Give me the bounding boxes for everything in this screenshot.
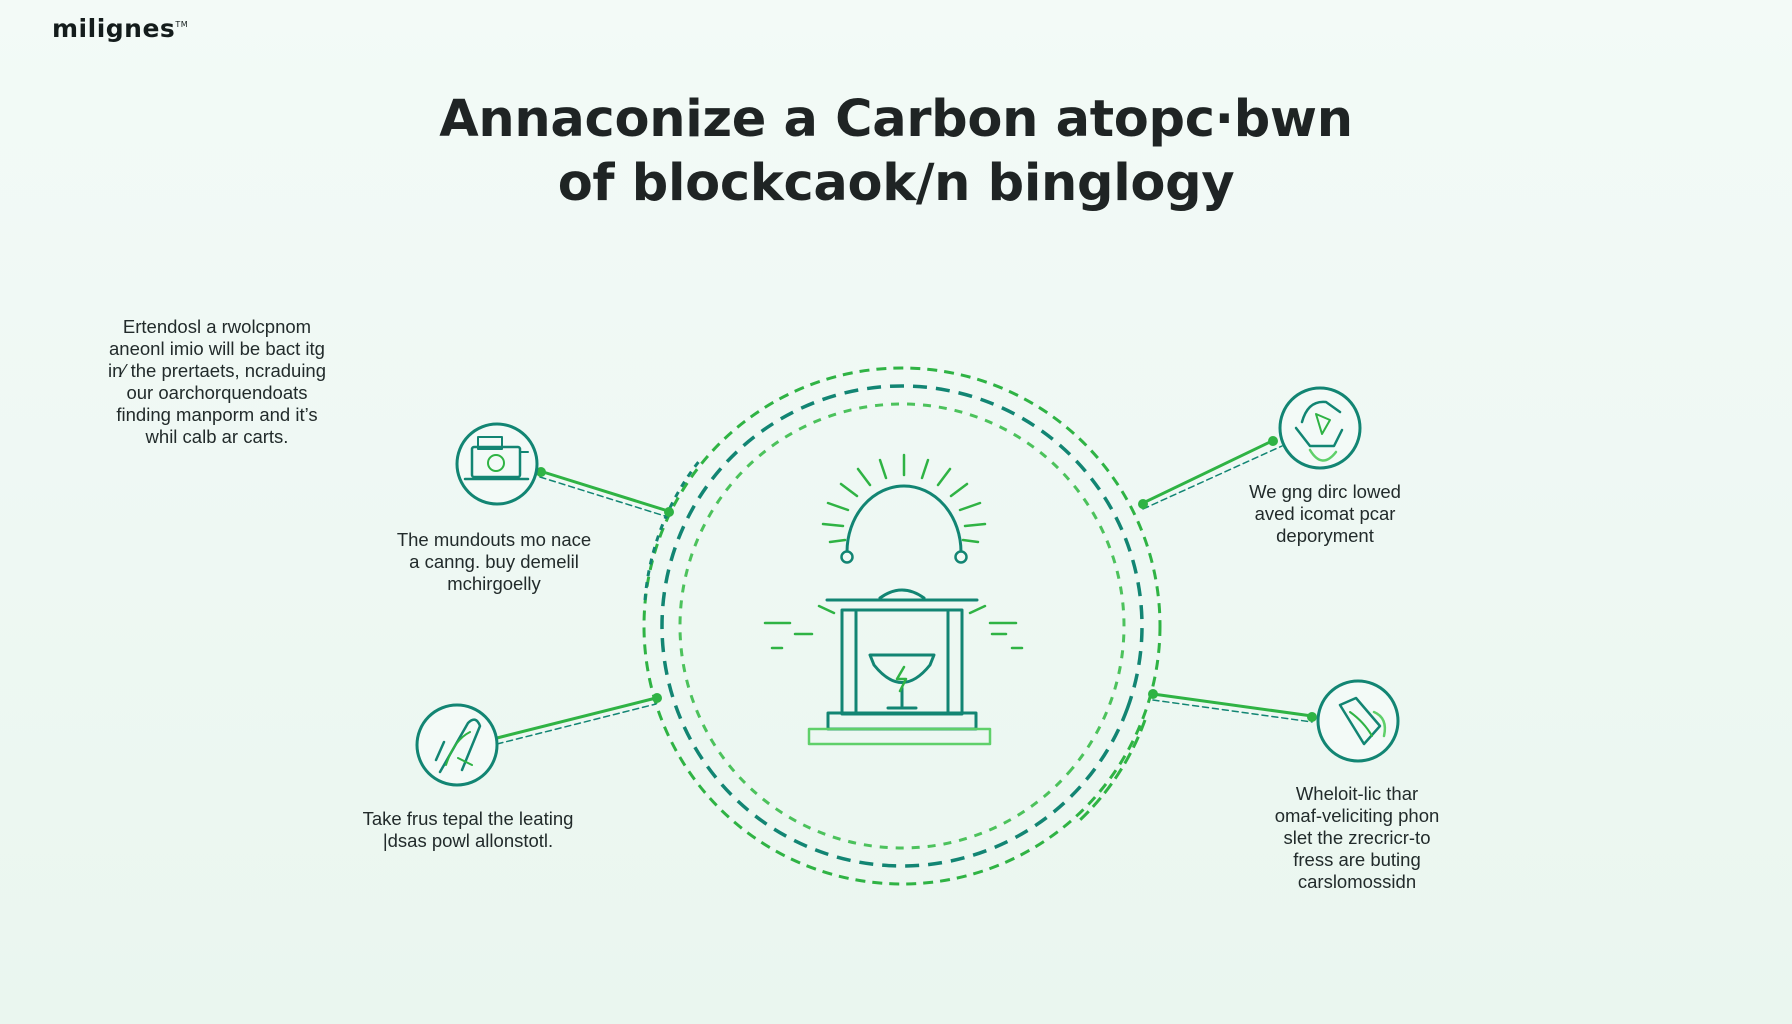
connector-dot-bottom-left	[652, 693, 662, 703]
connector-bottom-right	[1151, 692, 1314, 718]
brand-name: miligne	[52, 14, 160, 43]
caption-bottom-right-line-4: fress are buting	[1293, 849, 1421, 870]
connector-dot-top-right-b	[1268, 436, 1278, 446]
caption-bottom-left-line-2: |dsas powl allonstotl.	[382, 830, 554, 851]
caption-bottom-right-line-2: omaf-veliciting phon	[1274, 805, 1440, 826]
caption-bottom-left: Take frus tepal the leating |dsas powl a…	[328, 808, 608, 852]
caption-top-right-line-2: aved icomat pcar	[1254, 503, 1396, 524]
hand-leaf-icon	[415, 703, 499, 787]
title-line-2: of blockcaok/n binglogy	[557, 154, 1235, 213]
ring-arc-accent	[643, 459, 702, 601]
connector-dot-bottom-right-a	[1148, 689, 1158, 699]
connector-dot-bottom-right-b	[1307, 712, 1317, 722]
connectors	[495, 436, 1317, 745]
caption-top-left-line-4: our oarchorquendoats	[126, 382, 308, 403]
caption-top-left-line-6: whil calb ar carts.	[145, 426, 289, 447]
caption-bottom-left-line-1: Take frus tepal the leating	[362, 808, 574, 829]
globe-recycle-icon	[1278, 386, 1362, 470]
caption-mid-left-line-2: a canng. buy demelil	[409, 551, 579, 572]
caption-mid-left-line-3: mchirgoelly	[447, 573, 541, 594]
caption-mid-left: The mundouts mo nace a canng. buy demeli…	[364, 529, 624, 595]
connector-dot-top-right-a	[1138, 499, 1148, 509]
title-line-1: Annaconize a Carbon atopc·bwn	[439, 90, 1353, 149]
caption-bottom-right-line-3: slet the zrecricr-to	[1283, 827, 1431, 848]
dashed-rings	[642, 366, 1162, 886]
caption-bottom-right: Wheloit-lic thar omaf-veliciting phon sl…	[1232, 783, 1482, 893]
ring-mid	[660, 384, 1144, 868]
caption-top-left: Ertendosl a rwolcpnom aneonl imio will b…	[72, 316, 362, 448]
ring-outer	[642, 366, 1162, 886]
connector-top-left	[538, 469, 670, 513]
ring-inner	[678, 402, 1126, 850]
brand-trademark: TM	[175, 20, 189, 29]
connector-dot-top-left-b	[664, 507, 674, 517]
connector-dot-top-left-a	[536, 467, 546, 477]
caption-top-right-line-1: We gng dirc lowed	[1249, 481, 1401, 502]
brand-suffix: s	[159, 14, 176, 43]
caption-top-left-line-5: finding manporm and it’s	[116, 404, 318, 425]
caption-bottom-right-line-5: carslomossidn	[1297, 871, 1417, 892]
connector-top-right	[1141, 439, 1274, 505]
brand-logo: milignesTM	[52, 14, 188, 43]
caption-top-left-line-1: Ertendosl a rwolcpnom	[122, 316, 312, 337]
connector-bottom-left	[495, 696, 658, 740]
caption-bottom-right-line-1: Wheloit-lic thar	[1295, 783, 1419, 804]
caption-top-right: We gng dirc lowed aved icomat pcar depor…	[1200, 481, 1450, 547]
page-title: Annaconize a Carbon atopc·bwn of blockca…	[0, 88, 1792, 216]
monument-lightbulb-icon	[763, 453, 1024, 746]
money-machine-icon	[455, 422, 539, 506]
caption-top-left-line-2: aneonl imio will be bact itg	[109, 338, 325, 359]
leaf-hand-icon	[1316, 679, 1400, 763]
caption-top-right-line-3: deporyment	[1276, 525, 1374, 546]
caption-mid-left-line-1: The mundouts mo nace	[396, 529, 592, 550]
ring-arc-accent-2	[1078, 719, 1147, 822]
caption-top-left-line-3: in⁄ the prertaets, ncraduing	[107, 360, 327, 381]
